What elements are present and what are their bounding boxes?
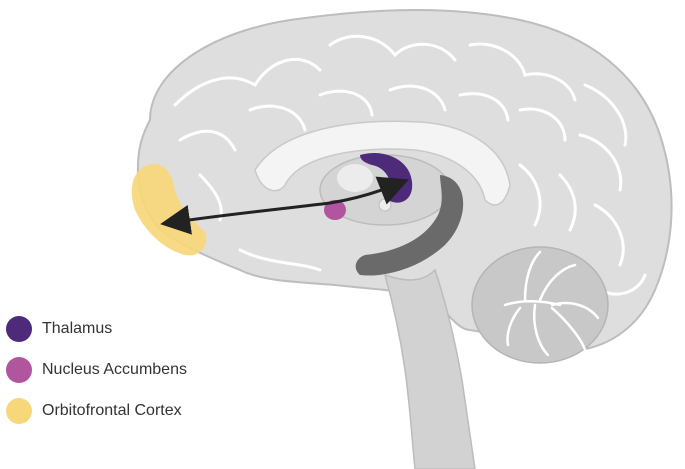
legend-label-thalamus: Thalamus xyxy=(42,320,113,337)
cerebellum xyxy=(471,246,609,364)
cerebellum-arbor xyxy=(503,250,600,357)
dark-crescent-structure xyxy=(355,175,464,276)
legend-swatch-thalamus xyxy=(6,316,32,342)
legend-swatch-orbitofrontal-cortex xyxy=(6,398,32,424)
legend-item-thalamus: Thalamus xyxy=(6,316,266,342)
small-nucleus xyxy=(378,198,392,212)
legend-item-orbitofrontal-cortex: Orbitofrontal Cortex xyxy=(6,398,266,424)
brainstem xyxy=(383,268,476,469)
legend: Thalamus Nucleus Accumbens Orbitofrontal… xyxy=(6,316,266,439)
legend-item-nucleus-accumbens: Nucleus Accumbens xyxy=(6,357,266,383)
legend-swatch-nucleus-accumbens xyxy=(6,357,32,383)
corpus-callosum xyxy=(254,120,511,206)
legend-label-nucleus-accumbens: Nucleus Accumbens xyxy=(42,361,187,378)
connection-arrow xyxy=(160,176,409,235)
pineal-area xyxy=(337,164,373,192)
legend-label-orbitofrontal-cortex: Orbitofrontal Cortex xyxy=(42,402,182,419)
